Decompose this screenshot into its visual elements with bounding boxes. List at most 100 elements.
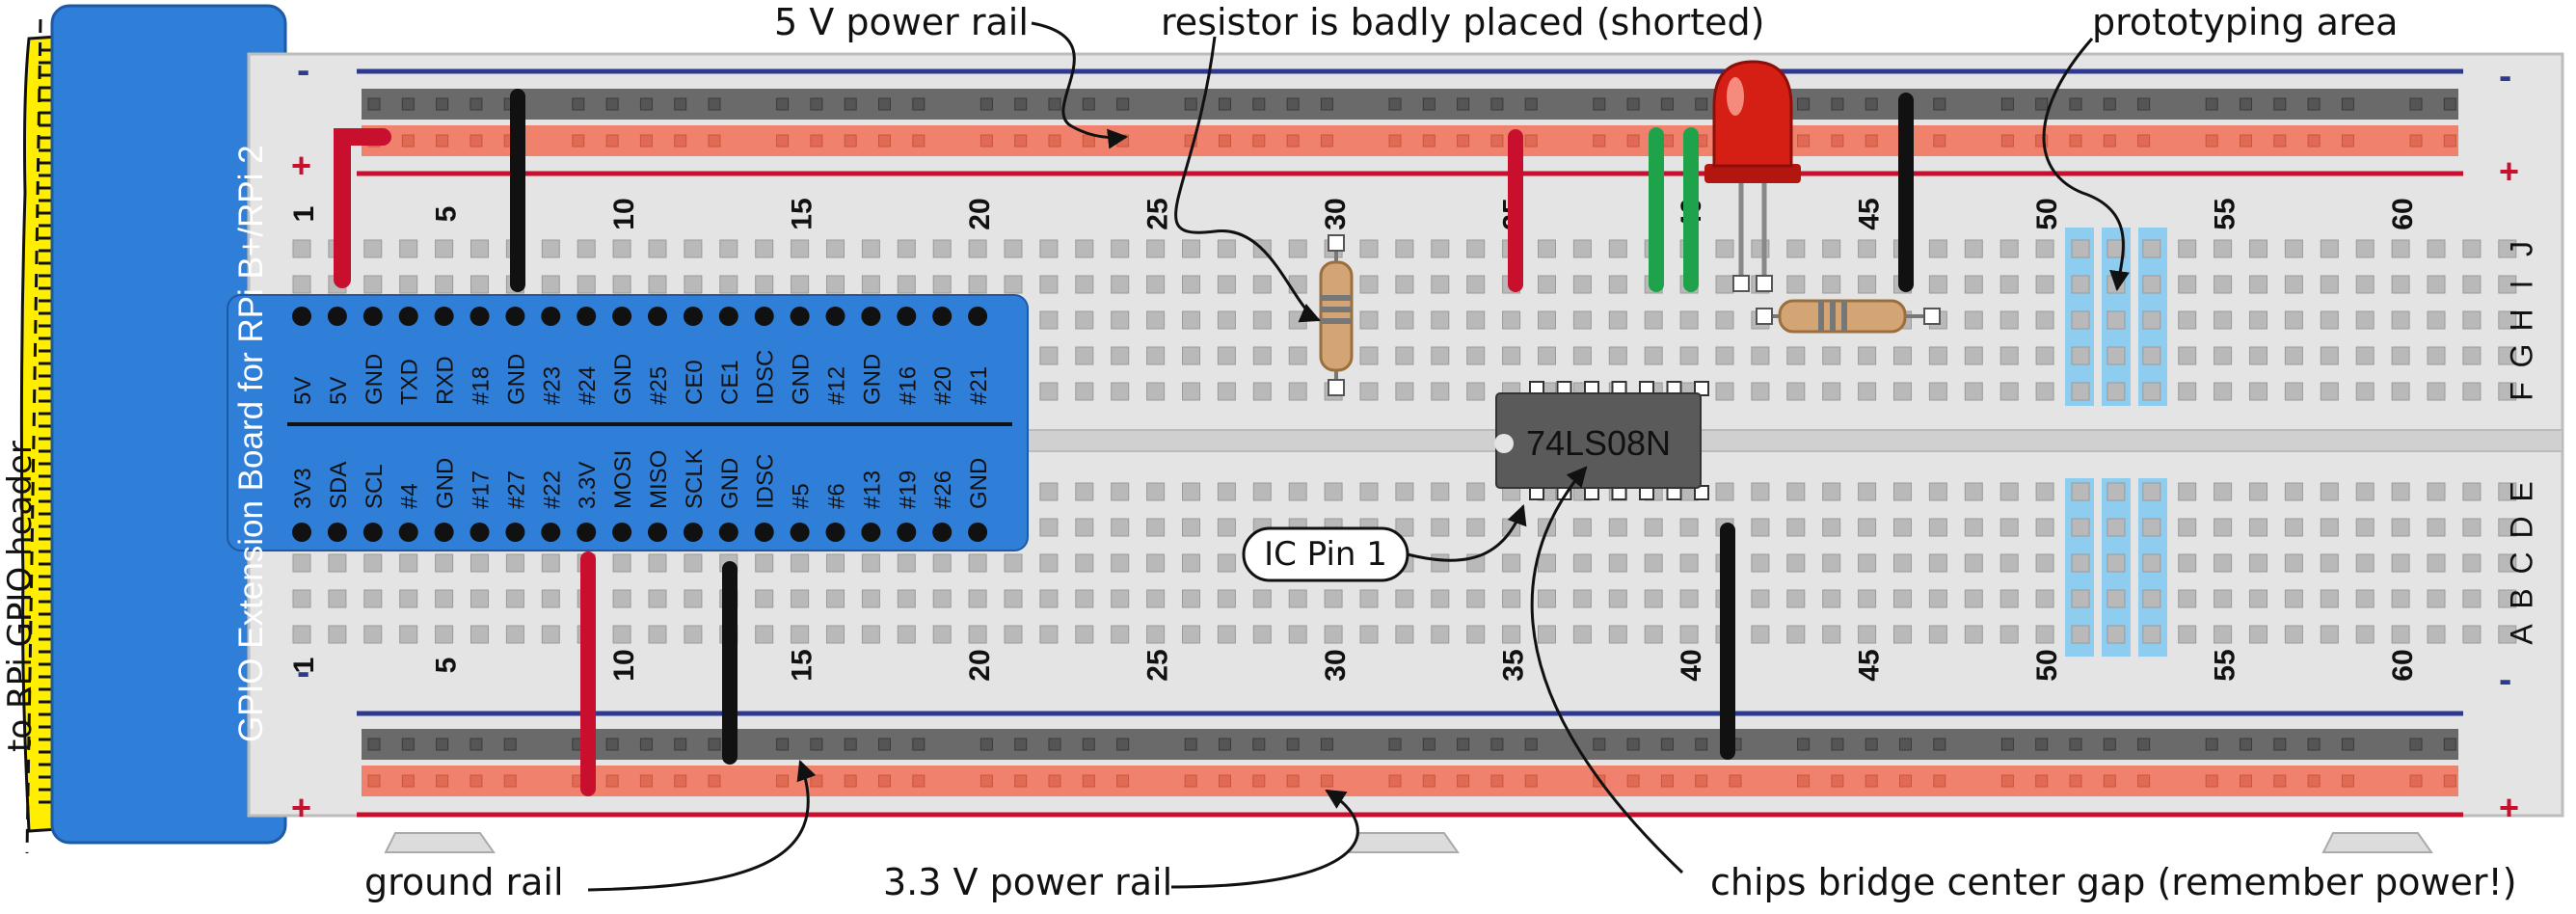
rail-hole <box>1286 774 1300 788</box>
terminal-hole <box>2391 239 2410 258</box>
rail-hole <box>1457 738 1470 751</box>
rail-hole <box>1626 738 1640 751</box>
terminal-hole <box>2142 553 2161 573</box>
gpio-pin-label: #6 <box>824 483 850 509</box>
gpio-pin <box>754 523 774 542</box>
terminal-hole <box>1182 553 1200 573</box>
terminal-hole <box>2284 310 2303 330</box>
rail-hole <box>436 738 449 751</box>
terminal-hole <box>1999 275 2019 294</box>
rail-hole <box>2103 774 2116 788</box>
terminal-hole <box>1431 310 1450 330</box>
rail-hole <box>1286 97 1300 111</box>
terminal-hole <box>2284 589 2303 608</box>
gpio-pin <box>683 307 703 326</box>
rail-hole <box>1729 774 1742 788</box>
rail-hole <box>1252 738 1266 751</box>
rail-hole <box>1388 738 1402 751</box>
terminal-hole <box>1075 310 1094 330</box>
terminal-hole <box>1395 239 1414 258</box>
rail-hole <box>2137 774 2151 788</box>
terminal-hole <box>2249 275 2267 294</box>
gpio-pin <box>470 523 490 542</box>
arrow-prototyping <box>2042 38 2130 292</box>
rail-hole <box>2205 738 2218 751</box>
rail-hole <box>2409 774 2423 788</box>
terminal-hole <box>2035 382 2054 401</box>
terminal-hole <box>1217 382 1236 401</box>
rail-hole <box>1422 774 1436 788</box>
rail-hole <box>776 97 790 111</box>
rail-hole <box>2443 97 2456 111</box>
terminal-hole <box>1288 482 1307 501</box>
terminal-hole <box>1538 589 1556 608</box>
terminal-hole <box>1288 346 1307 365</box>
terminal-hole <box>2142 382 2161 401</box>
terminal-hole <box>1822 589 1841 608</box>
terminal-hole <box>1751 346 1770 365</box>
rail-hole <box>2409 97 2423 111</box>
gpio-pin-label: #24 <box>575 366 601 405</box>
terminal-hole <box>1466 518 1486 537</box>
terminal-hole <box>1039 346 1059 365</box>
terminal-hole <box>1608 346 1627 365</box>
terminal-hole <box>292 275 311 294</box>
rail-hole <box>2000 97 2014 111</box>
terminal-hole <box>541 553 560 573</box>
terminal-hole <box>2035 518 2054 537</box>
terminal-hole <box>1359 239 1379 258</box>
terminal-hole <box>2355 382 2375 401</box>
terminal-hole <box>1431 275 1450 294</box>
terminal-hole <box>1786 239 1806 258</box>
rail-hole <box>810 738 823 751</box>
terminal-hole <box>1999 346 2019 365</box>
terminal-hole <box>2355 553 2375 573</box>
terminal-hole <box>1715 275 1734 294</box>
terminal-hole <box>2106 382 2126 401</box>
gpio-pin-label: #21 <box>966 366 992 405</box>
rail-hole <box>912 738 926 751</box>
terminal-hole <box>1858 518 1877 537</box>
terminal-hole <box>1217 239 1236 258</box>
terminal-hole <box>577 239 596 258</box>
terminal-hole <box>1858 553 1877 573</box>
terminal-hole <box>1217 482 1236 501</box>
column-number: 20 <box>964 649 996 681</box>
terminal-hole <box>1644 625 1663 644</box>
terminal-hole <box>932 239 952 258</box>
terminal-hole <box>2249 589 2267 608</box>
gpio-pin <box>932 307 953 326</box>
terminal-hole <box>1572 625 1592 644</box>
gpio-pin-label: 3V3 <box>290 468 316 509</box>
terminal-hole <box>1679 589 1699 608</box>
terminal-hole <box>2035 553 2054 573</box>
terminal-hole <box>1572 346 1592 365</box>
terminal-hole <box>2035 625 2054 644</box>
terminal-hole <box>2498 239 2517 258</box>
callout-chip-gap: chips bridge center gap (remember power!… <box>1710 861 2517 903</box>
terminal-hole <box>684 239 703 258</box>
terminal-hole <box>2071 589 2090 608</box>
terminal-hole <box>1111 275 1130 294</box>
terminal-hole <box>1075 589 1094 608</box>
terminal-hole <box>826 239 845 258</box>
rail-hole <box>1660 738 1674 751</box>
rail-hole <box>1457 97 1470 111</box>
terminal-hole <box>2142 589 2161 608</box>
terminal-hole <box>1146 518 1166 537</box>
terminal-hole <box>1858 482 1877 501</box>
rail-hole <box>2103 738 2116 751</box>
rail-hole <box>1320 97 1333 111</box>
gpio-pin-label: SCL <box>362 464 388 509</box>
terminal-hole <box>2462 625 2482 644</box>
terminal-hole <box>1359 625 1379 644</box>
terminal-hole <box>1608 518 1627 537</box>
rail-hole <box>2273 738 2287 751</box>
gpio-pin <box>932 523 953 542</box>
rail-hole <box>1320 738 1333 751</box>
terminal-hole <box>1786 553 1806 573</box>
terminal-hole <box>2178 553 2197 573</box>
rail-hole <box>1014 97 1028 111</box>
gpio-pin-label: SDA <box>326 462 352 509</box>
terminal-hole <box>1964 382 1983 401</box>
